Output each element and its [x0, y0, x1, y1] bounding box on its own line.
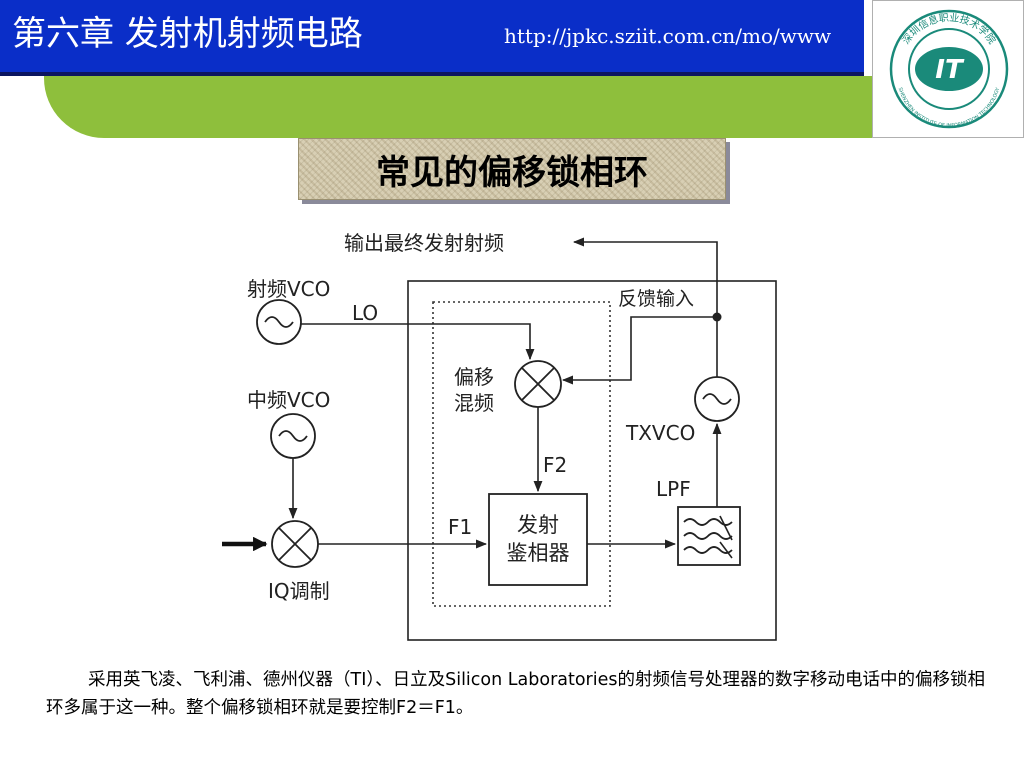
txvco-oscillator-icon — [694, 376, 740, 422]
iq-modulator-icon — [271, 520, 319, 568]
rf-vco-label: 射频VCO — [247, 277, 330, 301]
feedback-label: 反馈输入 — [618, 288, 694, 310]
phase-detector-label-line1: 发射 — [517, 513, 559, 537]
logo-monogram: IT — [935, 55, 965, 85]
phase-detector-label-line2: 鉴相器 — [507, 541, 570, 565]
dotted-boundary-box — [432, 301, 611, 607]
lpf-block — [677, 506, 741, 566]
if-vco-oscillator-icon — [270, 413, 316, 459]
slide-subtitle: 常见的偏移锁相环 — [376, 152, 648, 193]
chapter-title: 第六章 发射机射频电路 — [12, 14, 363, 54]
iq-mod-label: IQ调制 — [268, 579, 330, 603]
lpf-label: LPF — [656, 477, 691, 501]
signal-lines — [288, 237, 722, 549]
header-bar: 第六章 发射机射频电路 http://jpkc.sziit.com.cn/mo/… — [0, 0, 864, 76]
output-label: 输出最终发射射频 — [344, 231, 504, 255]
offset-mixer-icon — [514, 360, 562, 408]
school-logo: IT 深圳信息职业技术学院 SHENZHEN INSTITUTE OF INFO… — [872, 0, 1024, 138]
outer-loop-box — [407, 280, 777, 641]
f1-label: F1 — [448, 515, 472, 539]
txvco-label: TXVCO — [625, 421, 695, 445]
site-url[interactable]: http://jpkc.sziit.com.cn/mo/www — [504, 24, 832, 48]
offset-mixer-label-line2: 混频 — [454, 391, 494, 415]
f2-label: F2 — [543, 453, 567, 477]
feedback-junction-dot — [712, 312, 722, 322]
description-paragraph: 采用英飞凌、飞利浦、德州仪器（TI）、日立及Silicon Laboratori… — [46, 670, 985, 718]
phase-detector-block — [488, 493, 588, 586]
slide-subtitle-box: 常见的偏移锁相环 — [298, 138, 726, 200]
offset-mixer-label-line1: 偏移 — [454, 365, 494, 389]
header-green-band — [44, 76, 872, 138]
if-vco-label: 中频VCO — [247, 388, 330, 412]
lo-label: LO — [352, 301, 378, 325]
rf-vco-oscillator-icon — [256, 299, 302, 345]
school-logo-emblem: IT 深圳信息职业技术学院 SHENZHEN INSTITUTE OF INFO… — [889, 9, 1009, 129]
